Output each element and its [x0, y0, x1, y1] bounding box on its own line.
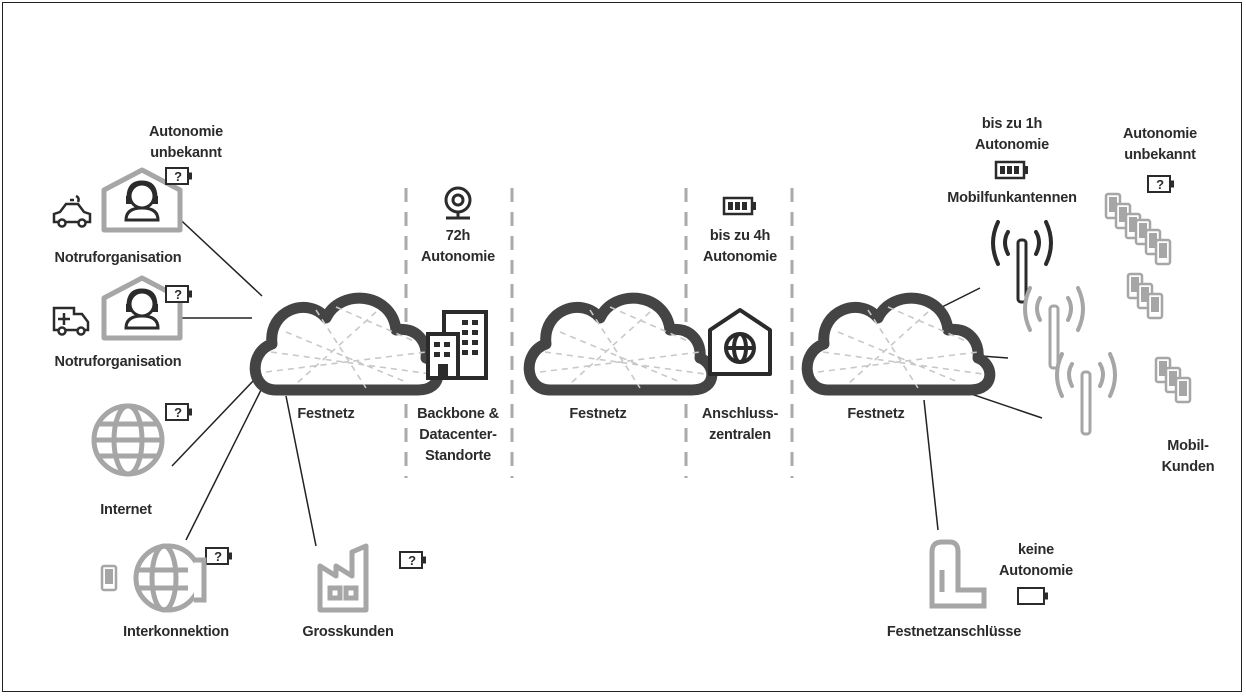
festnetz-label: Festnetz [297, 406, 355, 422]
festnetz-label: Festnetz [847, 406, 905, 422]
smartphone-icon [100, 564, 118, 592]
internet-label: Internet [100, 502, 152, 518]
backbone-label: Backbone & Datacenter- Standorte [417, 406, 499, 464]
notruf-label: Notruforganisation [54, 250, 182, 266]
mobile-devices-icon [1136, 220, 1170, 264]
battery-unknown-mark: ? [174, 287, 182, 302]
anschluss-autonomy-label: bis zu 4h Autonomie [703, 228, 777, 265]
battery-unknown-mark: ? [174, 169, 182, 184]
anschluss-label: Anschluss- zentralen [701, 406, 779, 443]
notruf-label: Notruforganisation [54, 354, 182, 370]
webcam-icon [444, 186, 472, 220]
police-car-icon [52, 194, 92, 228]
antenna-icon [1023, 286, 1085, 370]
autonomy-unknown-label: Autonomie unbekannt [149, 124, 223, 161]
fixed-line-socket-icon [929, 539, 987, 609]
battery-unknown-mark: ? [408, 553, 416, 568]
mobilfunk-label: Mobilfunkantennen [947, 190, 1077, 206]
exchange-house-icon [708, 308, 772, 376]
battery-unknown-mark: ? [174, 405, 182, 420]
mobile-autonomy-label: bis zu 1h Autonomie [975, 116, 1049, 153]
backbone-autonomy-label: 72h Autonomie [421, 228, 495, 265]
festnetz-autonomy-label: keine Autonomie [999, 542, 1073, 579]
battery-icon [1017, 587, 1048, 605]
battery-unknown-mark: ? [214, 549, 222, 564]
globe-icon [91, 403, 165, 477]
office-building-icon [426, 310, 488, 380]
phone-globe-icon [133, 543, 207, 613]
battery-icon [722, 196, 756, 216]
interkonnektion-label: Interkonnektion [123, 624, 229, 640]
battery-unknown-mark: ? [1156, 177, 1164, 192]
mobile-clients-label: Mobil- Kunden [1161, 438, 1215, 475]
antenna-icon [991, 220, 1053, 304]
factory-icon [317, 543, 369, 613]
mobile-devices-icon [1128, 274, 1162, 318]
mobile-clients-autonomy-label: Autonomie unbekannt [1123, 126, 1197, 163]
cloud-network-icon [529, 298, 712, 390]
cloud-network-icon [255, 298, 438, 390]
mobile-devices-icon [1156, 358, 1190, 402]
festnetz-label: Festnetz [569, 406, 627, 422]
antenna-icon [1055, 352, 1117, 436]
ambulance-icon [52, 306, 90, 336]
grosskunden-label: Grosskunden [302, 624, 394, 640]
cloud-network-icon [807, 298, 990, 390]
battery-icon [994, 160, 1028, 180]
festnetzanschluesse-label: Festnetzanschlüsse [886, 624, 1022, 640]
